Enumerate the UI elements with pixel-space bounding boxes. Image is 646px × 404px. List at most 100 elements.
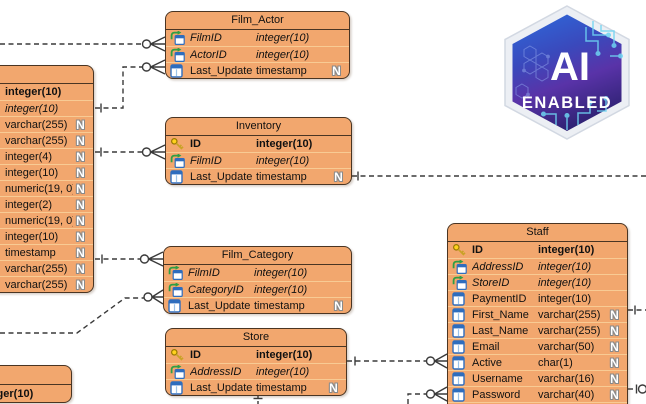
column-name: ID [190,349,201,361]
column-type: varchar(255) [5,262,68,275]
column-icon [452,339,468,354]
nullable-badge: N [610,387,619,402]
column-row[interactable]: FilmID integer(10) [166,152,351,168]
connector-film-to-film-actor[interactable] [0,36,166,52]
column-row[interactable]: StoreID integer(10) [448,274,627,290]
entity-table-store[interactable]: Store ID integer(10) AddressID integer(1… [165,328,347,396]
column-row[interactable]: Active char(1) N [448,354,627,370]
column-type: timestamp [5,246,56,259]
nullable-badge: N [76,165,85,180]
column-icon [452,323,468,338]
column-row[interactable]: Last_Update timestamp N [166,168,351,184]
nullable-badge: N [610,355,619,370]
connector-inventory-right[interactable] [352,171,646,181]
column-row[interactable]: Username varchar(16) N [448,370,627,386]
entity-table-staff[interactable]: Staff ID integer(10) AddressID integer(1… [447,223,628,404]
column-row[interactable]: varchar(255) N [0,260,93,276]
column-name: First_Name [472,308,529,321]
column-row[interactable]: Password varchar(40) N [448,386,627,402]
hex-molecule-pattern [515,45,550,99]
column-name: Last_Name [472,324,529,337]
column-type: timestamp [256,64,307,77]
column-name: ActorID [190,48,227,61]
column-name: Username [472,372,523,385]
column-type: integer(10) [5,86,62,98]
column-type: integer(10) [538,260,592,273]
column-row[interactable]: varchar(255) N [0,132,93,148]
column-type: timestamp [256,381,307,394]
connector-staff-right-lower[interactable] [628,384,646,394]
column-type: varchar(255) [538,308,601,321]
column-name: ID [472,244,483,256]
column-row[interactable]: integer(10) N [0,164,93,180]
column-type: integer(10) [254,267,308,279]
column-type: varchar(255) [5,118,68,131]
column-row[interactable]: integer(4) N [0,148,93,164]
nullable-badge: N [329,380,338,395]
entity-table-inventory[interactable]: Inventory ID integer(10) FilmID integer(… [165,117,352,185]
column-row[interactable]: numeric(19, 0) N [0,212,93,228]
column-name: FilmID [188,267,220,279]
column-icon [452,387,468,402]
nullable-badge: N [76,245,85,260]
column-row[interactable]: FilmID integer(10) [164,265,351,281]
connector-staff-right-upper[interactable] [628,305,646,315]
connector-film-to-inventory[interactable] [95,144,166,160]
badge-subtitle: ENABLED [522,94,612,112]
column-row[interactable]: numeric(19, 0) N [0,180,93,196]
entity-table-film-category[interactable]: Film_Category FilmID integer(10) Categor… [163,246,352,314]
column-type: integer(10) [0,387,34,400]
column-name: Password [472,388,521,401]
column-row[interactable]: Last_Update timestamp N [166,62,349,78]
foreign-key-icon [452,275,468,290]
column-name: Last_Update [190,170,253,183]
column-row[interactable]: FilmID integer(10) [166,30,349,46]
column-row[interactable]: timestamp N [0,244,93,260]
column-row[interactable]: integer(2) N [0,196,93,212]
column-row[interactable]: ID integer(10) [166,136,351,152]
column-type: integer(10) [256,32,310,44]
column-row[interactable]: ID integer(10) [448,242,627,258]
column-row[interactable]: integer(10) [0,100,93,116]
column-row[interactable]: AddressID integer(10) [448,258,627,274]
nullable-badge: N [332,63,341,78]
table-title: Film_Actor [166,12,349,30]
column-row[interactable]: AddressID integer(10) [166,363,346,379]
column-row[interactable]: integer(10) [0,385,71,402]
entity-table-bottom-left-clipped[interactable]: integer(10) [0,365,72,403]
column-name: Last_Update [188,299,251,312]
column-row[interactable]: ActorID integer(10) [166,46,349,62]
table-title: Film_Category [164,247,351,265]
connector-actor-to-film-actor[interactable] [95,59,166,113]
connector-film-to-film-category[interactable] [95,251,164,267]
column-type: integer(10) [256,365,310,378]
column-row[interactable]: First_Name varchar(255) N [448,306,627,322]
connector-category-to-film-category[interactable] [0,289,164,334]
table-title: Store [166,329,346,347]
column-icon [170,380,186,395]
column-row[interactable]: varchar(255) N [0,276,93,292]
column-type: integer(10) [5,230,59,243]
column-row[interactable]: PaymentID integer(10) [448,290,627,306]
column-row[interactable]: varchar(255) N [0,116,93,132]
column-type: integer(10) [5,166,59,179]
column-row[interactable]: integer(10) N [0,228,93,244]
column-row[interactable]: integer(10) [0,84,93,100]
nullable-badge: N [610,339,619,354]
connector-bottom-to-staff[interactable] [407,386,448,404]
entity-table-film-actor[interactable]: Film_Actor FilmID integer(10) ActorID in… [165,11,350,79]
entity-table-left-clipped[interactable]: integer(10) integer(10) varchar(255) N [0,65,94,293]
column-row[interactable]: Last_Update timestamp N [166,379,346,395]
column-row[interactable]: Email varchar(50) N [448,338,627,354]
column-icon [452,307,468,322]
column-row[interactable]: CategoryID integer(10) [164,281,351,297]
column-name: ID [190,138,201,150]
nullable-badge: N [76,133,85,148]
column-type: integer(10) [5,102,59,115]
column-row[interactable]: ID integer(10) [166,347,346,363]
column-row[interactable]: Last_Update timestamp N [164,297,351,313]
connector-store-to-staff[interactable] [347,353,448,369]
column-row[interactable]: Last_Name varchar(255) N [448,322,627,338]
